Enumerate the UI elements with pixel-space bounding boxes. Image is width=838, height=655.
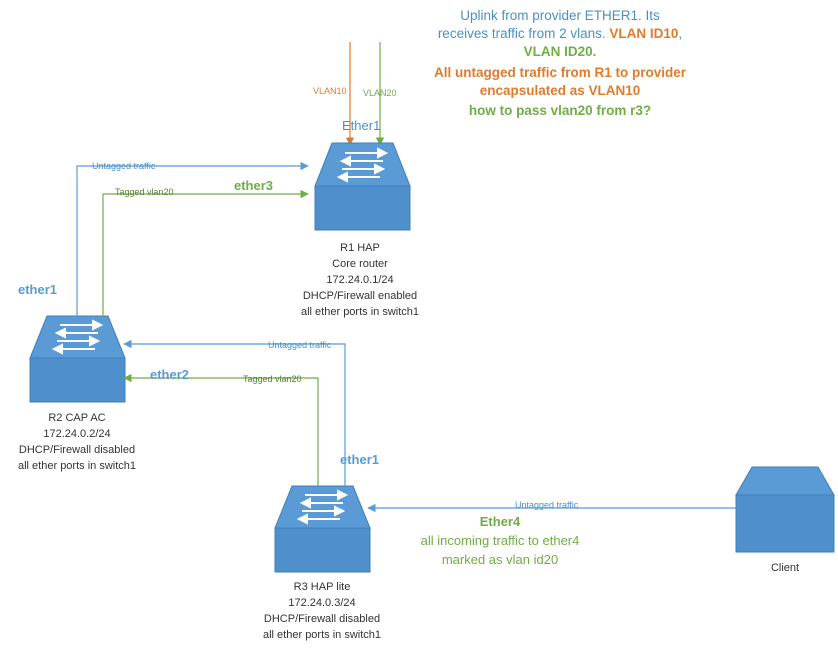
header-line-2: receives traffic from 2 vlans. VLAN ID10… (438, 26, 682, 41)
r2-line-3: all ether ports in switch1 (18, 460, 136, 472)
client-icon (735, 466, 835, 553)
link-r2-r1-tagged-label: Tagged vlan20 (115, 187, 174, 197)
r3-line-0: R3 HAP lite (294, 581, 351, 593)
header-note: Uplink from provider ETHER1. Its receive… (434, 8, 687, 118)
r2-line-1: 172.24.0.2/24 (43, 428, 110, 440)
r3-port-ether1: ether1 (340, 452, 379, 467)
uplink-vlan20-label: VLAN20 (363, 88, 397, 98)
ether4-note: Ether4 all incoming traffic to ether4 ma… (421, 514, 580, 567)
ether4-title: Ether4 (480, 514, 521, 529)
uplink-vlan10-label: VLAN10 (313, 86, 347, 96)
uplink-port-label: Ether1 (342, 118, 380, 133)
header-line-6: how to pass vlan20 from r3? (469, 103, 651, 118)
r1-line-4: all ether ports in switch1 (301, 306, 419, 318)
ether4-line-0: all incoming traffic to ether4 (421, 533, 580, 548)
r3-description: R3 HAP lite 172.24.0.3/24 DHCP/Firewall … (263, 581, 381, 641)
r2-switch-icon (29, 315, 126, 403)
r3-switch-icon (274, 485, 371, 573)
r3-line-2: DHCP/Firewall disabled (264, 613, 380, 625)
r2-port-ether2: ether2 (150, 367, 189, 382)
header-line-3: VLAN ID20. (524, 44, 597, 59)
link-r3-r2-untagged (123, 339, 346, 486)
r2-line-0: R2 CAP AC (48, 412, 105, 424)
r1-line-3: DHCP/Firewall enabled (303, 290, 417, 302)
header-line-5: encapsulated as VLAN10 (480, 83, 641, 98)
r3-line-3: all ether ports in switch1 (263, 629, 381, 641)
r1-switch-icon (314, 142, 411, 231)
link-r2-r1-untagged-label: Untagged traffic (92, 161, 156, 171)
r2-description: R2 CAP AC 172.24.0.2/24 DHCP/Firewall di… (18, 412, 136, 472)
r1-port-ether3: ether3 (234, 178, 273, 193)
r1-description: R1 HAP Core router 172.24.0.1/24 DHCP/Fi… (301, 242, 419, 318)
r1-line-0: R1 HAP (340, 242, 380, 254)
r2-port-ether1: ether1 (18, 282, 57, 297)
r3-line-1: 172.24.0.3/24 (288, 597, 355, 609)
client-label: Client (771, 562, 799, 574)
link-client-r3-untagged-label: Untagged traffic (515, 500, 579, 510)
header-line-1: Uplink from provider ETHER1. Its (460, 8, 660, 23)
header-line-4: All untagged traffic from R1 to provider (434, 65, 687, 80)
link-r3-r2-tagged-label: Tagged vlan20 (243, 374, 302, 384)
r1-line-1: Core router (332, 258, 388, 270)
ether4-line-1: marked as vlan id20 (442, 552, 558, 567)
r1-line-2: 172.24.0.1/24 (326, 274, 393, 286)
link-r3-r2-untagged-label: Untagged traffic (268, 340, 332, 350)
r2-line-2: DHCP/Firewall disabled (19, 444, 135, 456)
link-r3-r2-tagged (123, 373, 319, 486)
link-r2-r1-tagged (102, 189, 309, 318)
link-r2-r1-untagged (76, 161, 309, 318)
